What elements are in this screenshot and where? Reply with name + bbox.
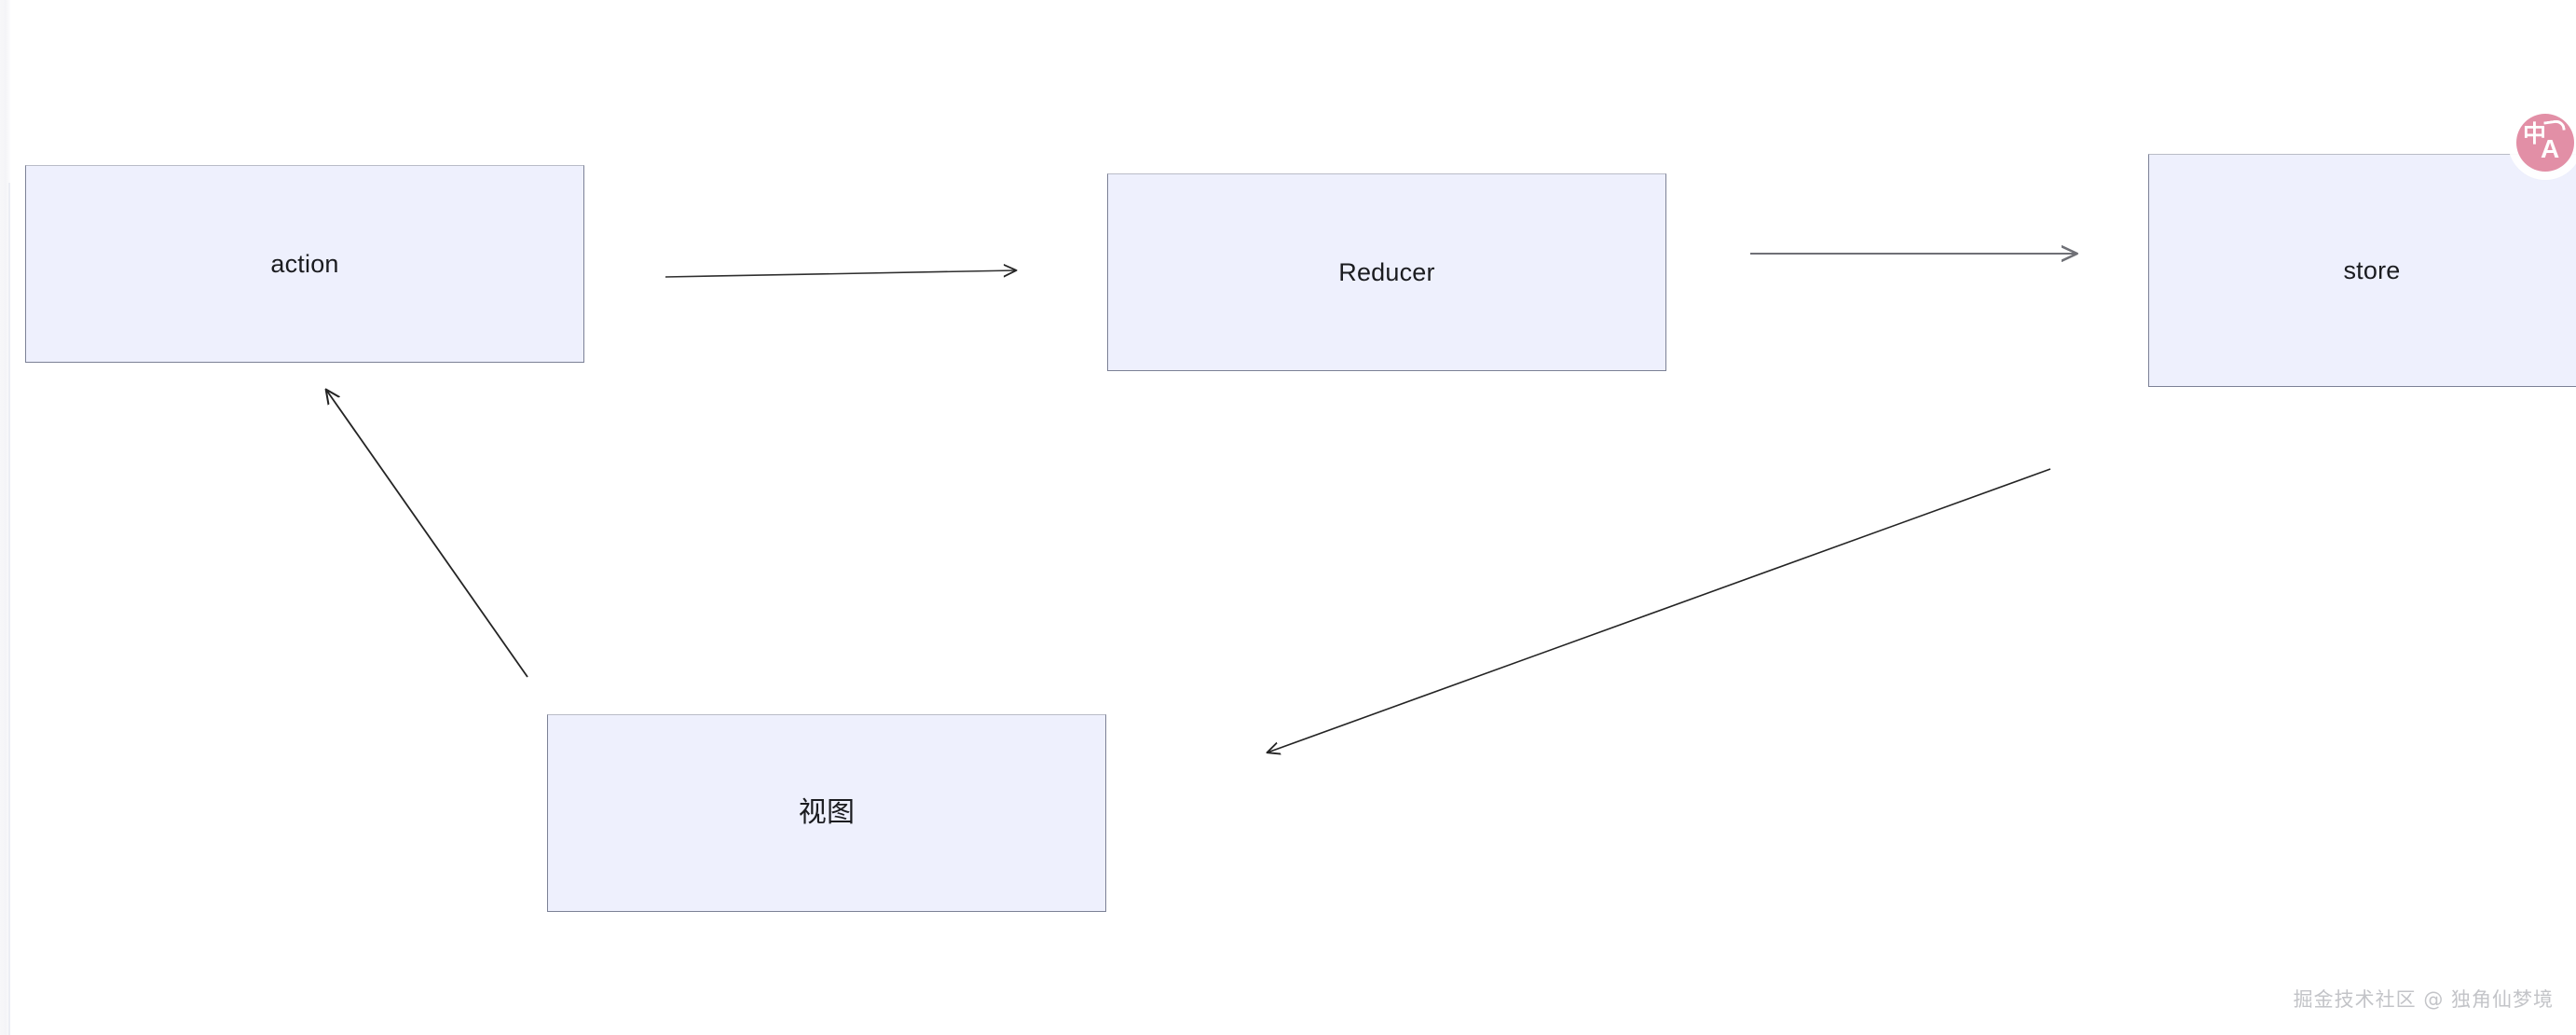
translate-icon[interactable]: 中 A	[2516, 114, 2574, 172]
watermark-text: 掘金技术社区 @ 独角仙梦境	[2293, 988, 2554, 1011]
node-label-action: action	[270, 249, 339, 278]
connector-view-to-action[interactable]	[326, 390, 528, 678]
node-label-reducer: Reducer	[1338, 257, 1435, 286]
translate-swoosh-icon	[2543, 118, 2566, 133]
connector-store-to-view[interactable]	[1267, 468, 2051, 752]
diagram-node-store[interactable]: store	[2148, 154, 2576, 387]
diagram-node-view[interactable]: 视图	[547, 714, 1106, 912]
page-edge-strip	[0, 0, 10, 1035]
node-label-store: store	[2343, 255, 2401, 284]
node-label-view: 视图	[798, 796, 856, 829]
connector-action-to-reducer[interactable]	[665, 270, 1016, 278]
diagram-node-reducer[interactable]: Reducer	[1107, 173, 1666, 371]
translate-zh-glyph: 中	[2523, 120, 2547, 147]
page-edge-line	[8, 183, 10, 1035]
translate-en-glyph: A	[2541, 134, 2560, 163]
diagram-node-action[interactable]: action	[25, 165, 584, 363]
